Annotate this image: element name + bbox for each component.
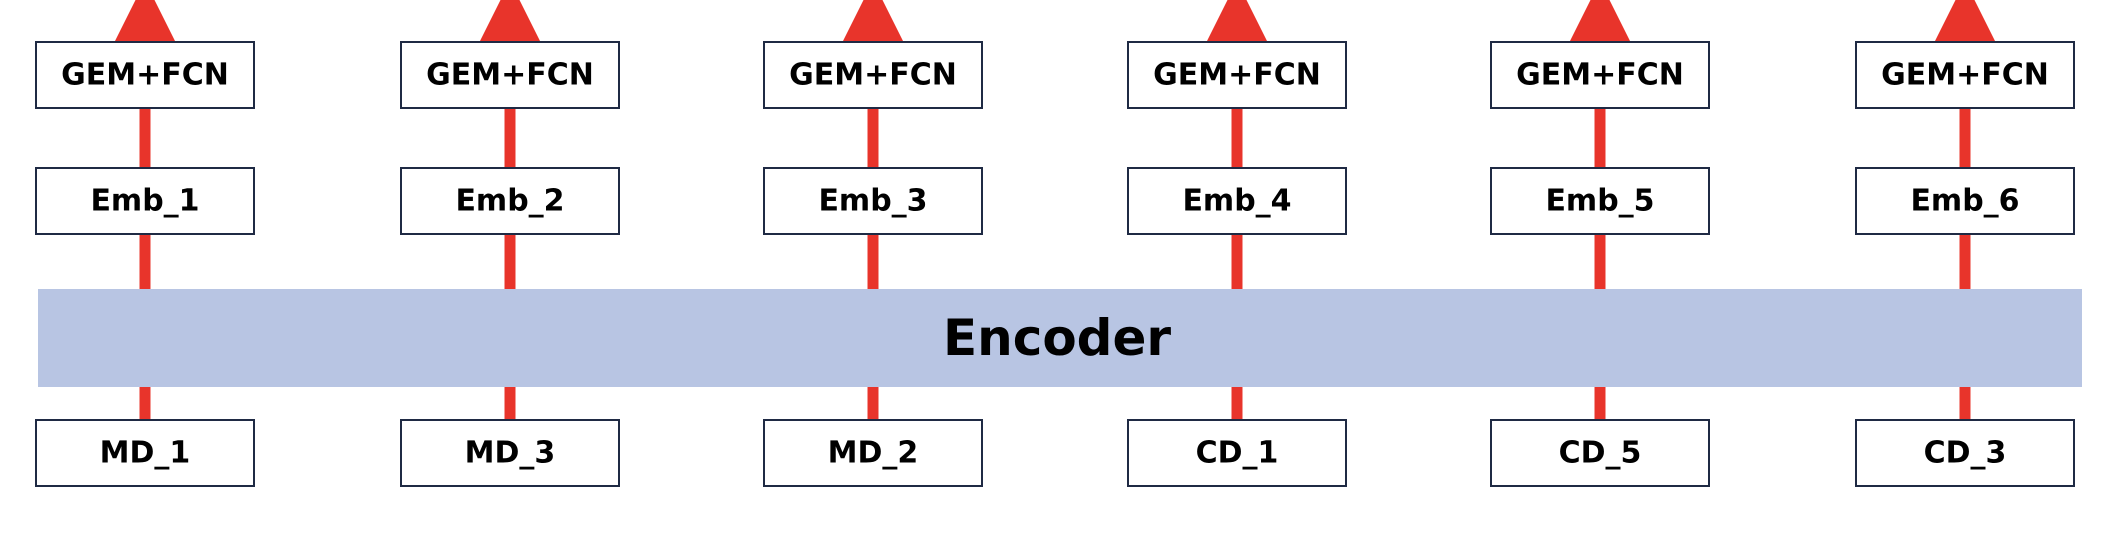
embedding-box-2: Emb_2: [400, 167, 620, 235]
embedding-label: Emb_3: [818, 184, 927, 219]
head-label: GEM+FCN: [1153, 58, 1321, 93]
embedding-box-1: Emb_1: [35, 167, 255, 235]
input-box-rect: [1855, 419, 2075, 487]
encoder-label: Encoder: [943, 309, 1171, 367]
input-label: CD_5: [1559, 436, 1642, 471]
embedding-label: Emb_4: [1182, 184, 1291, 219]
input-box-rect: [400, 419, 620, 487]
input-box-5: CD_5: [1490, 419, 1710, 487]
head-box-rect: [1855, 41, 2075, 109]
head-box-2: GEM+FCN: [400, 41, 620, 109]
embedding-box-5: Emb_5: [1490, 167, 1710, 235]
embedding-box-rect: [400, 167, 620, 235]
head-box-rect: [35, 41, 255, 109]
embedding-label: Emb_6: [1910, 184, 2019, 219]
head-box-rect: [400, 41, 620, 109]
input-box-6: CD_3: [1855, 419, 2075, 487]
input-box-rect: [763, 419, 983, 487]
input-label: MD_2: [828, 436, 919, 471]
encoder-block: [38, 289, 2082, 387]
input-label: MD_3: [465, 436, 556, 471]
input-box-rect: [1127, 419, 1347, 487]
head-label: GEM+FCN: [789, 58, 957, 93]
head-label: GEM+FCN: [1881, 58, 2049, 93]
embedding-label: Emb_2: [455, 184, 564, 219]
head-label: GEM+FCN: [61, 58, 229, 93]
head-label: GEM+FCN: [1516, 58, 1684, 93]
embedding-box-rect: [1127, 167, 1347, 235]
input-label: MD_1: [100, 436, 191, 471]
input-box-3: MD_2: [763, 419, 983, 487]
head-box-4: GEM+FCN: [1127, 41, 1347, 109]
input-label: CD_1: [1196, 436, 1279, 471]
input-box-1: MD_1: [35, 419, 255, 487]
head-label: GEM+FCN: [426, 58, 594, 93]
head-box-1: GEM+FCN: [35, 41, 255, 109]
input-box-rect: [35, 419, 255, 487]
input-box-rect: [1490, 419, 1710, 487]
embedding-label: Emb_1: [90, 184, 199, 219]
head-box-rect: [1490, 41, 1710, 109]
encoder-layer: Encoder: [38, 289, 2082, 387]
embedding-box-rect: [1855, 167, 2075, 235]
input-label: CD_3: [1924, 436, 2007, 471]
head-box-5: GEM+FCN: [1490, 41, 1710, 109]
embedding-box-rect: [763, 167, 983, 235]
embedding-box-4: Emb_4: [1127, 167, 1347, 235]
input-box-4: CD_1: [1127, 419, 1347, 487]
embedding-box-rect: [35, 167, 255, 235]
embedding-box-6: Emb_6: [1855, 167, 2075, 235]
embedding-label: Emb_5: [1545, 184, 1654, 219]
input-box-2: MD_3: [400, 419, 620, 487]
head-box-rect: [1127, 41, 1347, 109]
boxes-layer: GEM+FCN Emb_1MD_1 GEM+FCN Emb_2MD_3 GEM+FCN E…: [35, 41, 2075, 487]
head-box-3: GEM+FCN: [763, 41, 983, 109]
head-box-6: GEM+FCN: [1855, 41, 2075, 109]
embedding-box-rect: [1490, 167, 1710, 235]
embedding-box-3: Emb_3: [763, 167, 983, 235]
head-box-rect: [763, 41, 983, 109]
